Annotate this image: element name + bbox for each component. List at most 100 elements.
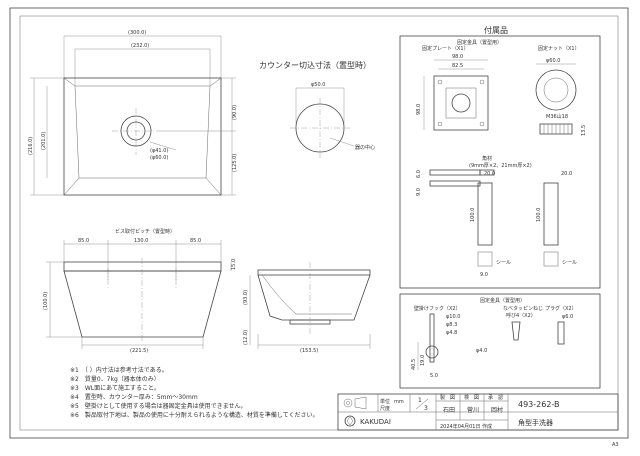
clip-d2: φ8.3 bbox=[446, 322, 457, 328]
basin-outer-rim bbox=[63, 77, 222, 196]
fixing-nut bbox=[535, 69, 577, 111]
side-rim bbox=[257, 269, 371, 276]
cutout-title: カウンター切込寸法（置型時） bbox=[259, 60, 371, 70]
name-draw: 石田 bbox=[443, 407, 455, 414]
pin-h1: 6.0 bbox=[416, 170, 422, 178]
pin-top-thin bbox=[429, 169, 481, 176]
front-rim-height: 15.0 bbox=[231, 259, 237, 270]
accessories-frame bbox=[399, 35, 601, 289]
product-name: 角型手洗器 bbox=[518, 418, 553, 427]
pin-title: 角材 bbox=[482, 155, 492, 162]
top-view: (300.0) (232.0) (φ41.0) (φ60.0) (216.0) … bbox=[28, 30, 238, 196]
part-number: 493-262-B bbox=[518, 400, 560, 409]
cutout-diameter: φ50.0 bbox=[311, 82, 325, 88]
cutout-view: カウンター切込寸法（置型時） φ50.0 器の中心 bbox=[259, 60, 375, 158]
fixing-plate bbox=[433, 75, 489, 131]
plug-diameter: φ6.0 bbox=[562, 314, 573, 320]
front-height: (100.0) bbox=[43, 292, 49, 310]
cutout-center-note: 器の中心 bbox=[355, 144, 375, 151]
top-width-inner: (232.0) bbox=[131, 43, 149, 49]
accessories-panel: 付属品 固定プレート（X1） 固定金具（置型用） 98.0 82.5 98.0 … bbox=[399, 25, 601, 389]
front-bottom-width: (221.5) bbox=[130, 348, 148, 354]
pin-width-1: 20.0 bbox=[484, 171, 495, 177]
screw-subtitle: 呼び4（X2） bbox=[506, 312, 536, 319]
plate-w1: 98.0 bbox=[452, 54, 463, 60]
clip-d4: φ4.0 bbox=[476, 348, 487, 354]
kakudai-logo bbox=[344, 415, 356, 427]
nut-diameter: φ60.0 bbox=[546, 58, 560, 64]
note-5: ※5 壁掛けとして使用する場合は器固定金具は使用できません。 bbox=[70, 402, 247, 410]
fittings-frame bbox=[399, 293, 601, 389]
top-width-overall: (300.0) bbox=[128, 30, 146, 36]
front-view: ビス取付ピッチ（置型時） 85.0 130.0 85.0 (100.0) 15.… bbox=[43, 228, 237, 354]
note-3: ※3 WL面にあて施工すること。 bbox=[70, 384, 160, 392]
top-side-right: (90.0) bbox=[232, 105, 238, 120]
nut-screw-spec: M36山18 bbox=[546, 113, 568, 120]
pin-length-2: 100.0 bbox=[536, 208, 542, 222]
note-2: ※2 質量0．7kg（器本体のみ） bbox=[70, 375, 160, 383]
clip-l2: 19.0 bbox=[420, 355, 426, 366]
plate-title: 固定プレート（X1） bbox=[422, 45, 469, 52]
outer-border bbox=[9, 7, 629, 439]
plug-title: プラグ（X2） bbox=[545, 305, 577, 312]
top-bottom-right: (125.0) bbox=[232, 154, 238, 172]
unit-label: 単位 bbox=[380, 398, 390, 405]
hook-ring bbox=[425, 345, 439, 359]
pitch-left: 85.0 bbox=[78, 238, 89, 244]
front-rim bbox=[63, 261, 222, 272]
drawing-date: 2024年04月01日 作成 bbox=[440, 423, 492, 430]
pitch-center: 130.0 bbox=[134, 238, 148, 244]
clip-title: 壁掛けフック（X2） bbox=[414, 305, 461, 312]
notes-block: ※1 （ ）内寸法は参考寸法である。 ※2 質量0．7kg（器本体のみ） ※3 … bbox=[70, 366, 319, 419]
basin-inner-bowl bbox=[74, 85, 211, 179]
side-view: (93.0) (12.0) (153.5) bbox=[243, 262, 371, 354]
accessories-title: 付属品 bbox=[484, 25, 508, 35]
plate-w2: 82.5 bbox=[452, 63, 463, 69]
top-height-inner: (201.0) bbox=[41, 132, 47, 150]
front-body bbox=[63, 270, 222, 338]
projection-symbol bbox=[343, 396, 367, 410]
pin-long-1 bbox=[477, 182, 493, 246]
name-check: 菅川 bbox=[467, 406, 479, 414]
tapping-screw bbox=[511, 321, 521, 341]
clip-l1: 40.5 bbox=[411, 359, 417, 370]
plate-height: 98.0 bbox=[416, 104, 422, 115]
clip-l3: 5.0 bbox=[430, 373, 438, 379]
nut-height: 13.5 bbox=[581, 125, 587, 136]
note-6: ※6 製品取付下地は、製品の使用に十分耐えられるような構造、材質を準備してくださ… bbox=[70, 411, 319, 419]
side-bottom-width: (153.5) bbox=[300, 348, 318, 354]
pin-top-thick bbox=[429, 180, 481, 187]
name-approve: 岡村 bbox=[491, 406, 503, 414]
unit-value: mm bbox=[394, 399, 404, 405]
wall-plug bbox=[557, 321, 565, 345]
top-height-overall: (216.0) bbox=[28, 137, 34, 155]
drain-dia-2: (φ60.0) bbox=[150, 155, 168, 161]
brand-name: KAKUDAI bbox=[360, 418, 391, 426]
seal-label-2: シール bbox=[562, 260, 577, 266]
side-h2: (12.0) bbox=[243, 330, 249, 345]
pin-length-1: 100.0 bbox=[470, 208, 476, 222]
pin-subtitle: (9mm厚×2、21mm厚×2) bbox=[469, 163, 532, 169]
screw-title: なべタッピンねじ bbox=[503, 305, 543, 312]
pitch-right: 85.0 bbox=[190, 238, 201, 244]
inner-border bbox=[19, 15, 619, 431]
note-4: ※4 置型時、カウンター厚み：5mm〜30mm bbox=[70, 393, 198, 401]
plate-subtitle: 固定金具（置型用） bbox=[457, 39, 502, 46]
screw-pitch-title: ビス取付ピッチ（置型時） bbox=[115, 228, 175, 235]
sheet-size-label: A3 bbox=[612, 442, 619, 448]
seal-label-1: シール bbox=[496, 260, 511, 266]
drain-dia-1: (φ41.0) bbox=[150, 148, 168, 154]
note-1: ※1 （ ）内寸法は参考寸法である。 bbox=[70, 366, 168, 374]
pin-h2: 9.0 bbox=[416, 188, 422, 196]
thread-pattern bbox=[543, 124, 569, 134]
pin-long-2 bbox=[543, 182, 559, 246]
col-draw: 製 図 bbox=[440, 394, 455, 401]
nut-title: 固定ナット（X1） bbox=[538, 45, 580, 52]
side-inner-bowl bbox=[261, 274, 352, 315]
scale-denominator: 3 bbox=[424, 405, 428, 412]
fittings-title: 固定金具（置型用） bbox=[480, 297, 525, 304]
scale-numerator: 1 bbox=[418, 397, 422, 404]
title-block: 単位 mm 尺度 1 3 製 図 検 図 承 認 石田 菅川 岡村 KAKUDA… bbox=[337, 393, 619, 431]
side-h1: (93.0) bbox=[243, 290, 249, 305]
